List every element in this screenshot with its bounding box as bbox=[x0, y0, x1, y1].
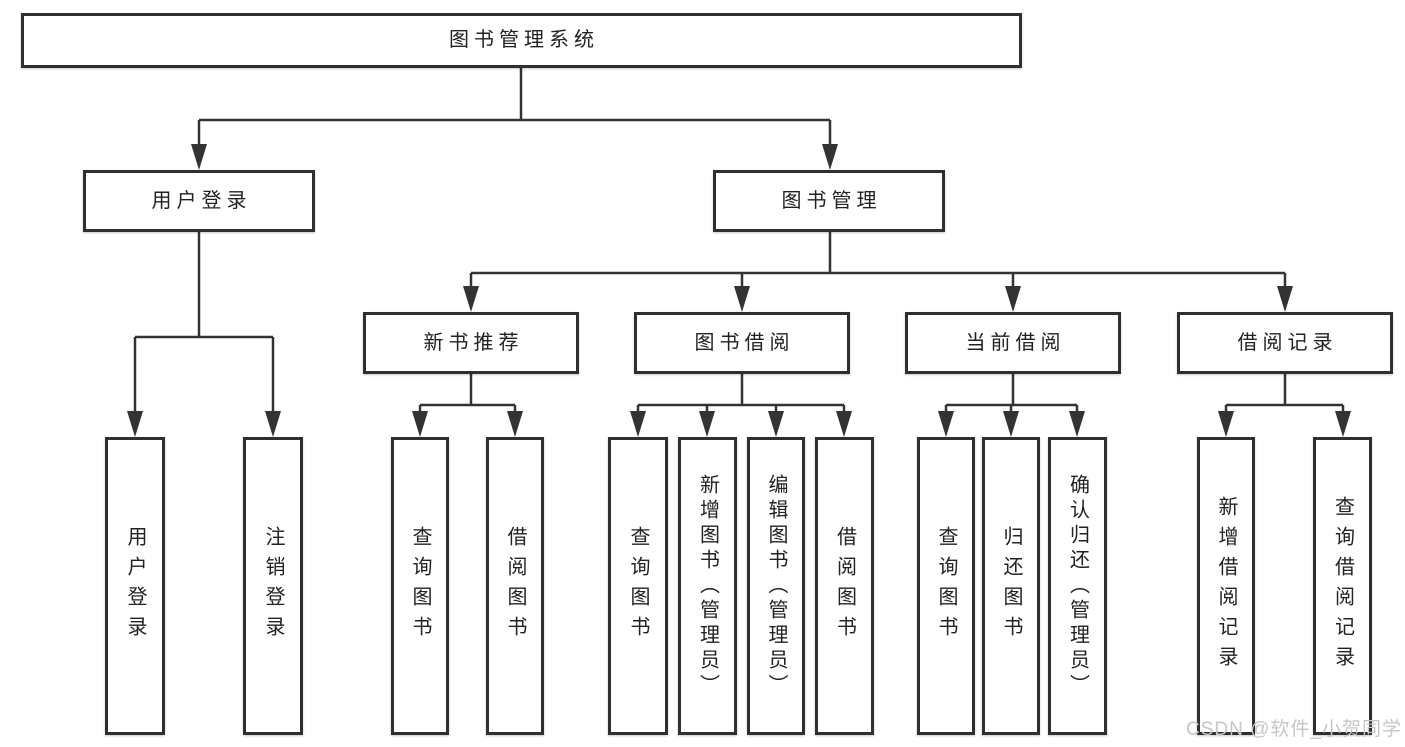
node-current-borrowing: 当前借阅 bbox=[905, 312, 1121, 374]
leaf-records-query-record: 查询借阅记录 bbox=[1313, 437, 1372, 735]
node-borrowing-records: 借阅记录 bbox=[1177, 312, 1393, 374]
node-new-book-recommend: 新书推荐 bbox=[363, 312, 579, 374]
leaf-current-query-books: 查询图书 bbox=[917, 437, 975, 735]
leaf-logout-login: 注销登录 bbox=[243, 437, 303, 735]
leaf-current-return-books: 归还图书 bbox=[982, 437, 1040, 735]
node-root-system: 图书管理系统 bbox=[21, 13, 1022, 68]
leaf-borrowing-query-books: 查询图书 bbox=[608, 437, 668, 735]
node-book-management: 图书管理 bbox=[713, 170, 945, 232]
leaf-recommend-query-books: 查询图书 bbox=[391, 437, 449, 735]
leaf-borrowing-add-books-admin: 新增图书（管理员） bbox=[678, 437, 737, 735]
leaf-borrowing-edit-books-admin: 编辑图书（管理员） bbox=[747, 437, 805, 735]
leaf-recommend-borrow-books: 借阅图书 bbox=[486, 437, 544, 735]
leaf-current-confirm-return-admin: 确认归还（管理员） bbox=[1048, 437, 1107, 735]
leaf-records-add-record: 新增借阅记录 bbox=[1197, 437, 1255, 735]
node-user-login: 用户登录 bbox=[83, 170, 315, 232]
leaf-user-login: 用户登录 bbox=[105, 437, 165, 735]
leaf-borrowing-borrow-books: 借阅图书 bbox=[815, 437, 874, 735]
csdn-watermark: CSDN @软件_小贺同学 bbox=[1186, 719, 1402, 740]
node-book-borrowing: 图书借阅 bbox=[634, 312, 850, 374]
